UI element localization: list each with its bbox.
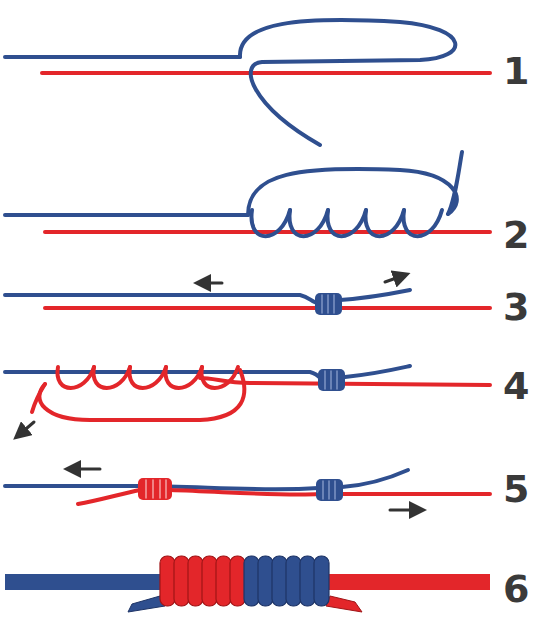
pull-arrow xyxy=(385,276,402,282)
coil-turn xyxy=(403,210,442,236)
coil-turn xyxy=(251,210,290,236)
step-1 xyxy=(5,20,490,145)
red-loop xyxy=(39,370,244,420)
coil-turn xyxy=(129,367,166,388)
knot-wrap xyxy=(174,556,189,606)
step-number: 2 xyxy=(503,216,529,254)
knot-wrap xyxy=(244,556,259,606)
step-number: 1 xyxy=(503,52,529,90)
knot-wrap xyxy=(160,556,175,606)
blue-knot xyxy=(315,293,342,315)
knot-wrap xyxy=(188,556,203,606)
blue-line xyxy=(5,55,240,59)
knot-wrap xyxy=(216,556,231,606)
step-6 xyxy=(5,556,490,612)
coil-turn xyxy=(57,367,94,388)
red-knot xyxy=(138,478,172,500)
step-5 xyxy=(5,469,490,510)
step-number: 3 xyxy=(503,288,529,326)
blue-tag xyxy=(340,290,410,300)
knot-wrap xyxy=(272,556,287,606)
blue-line xyxy=(5,213,248,217)
step-number: 5 xyxy=(503,470,529,508)
blue-knot xyxy=(318,369,345,391)
knot-wrap xyxy=(230,556,245,606)
red-coils xyxy=(57,367,238,388)
step-4 xyxy=(5,366,490,434)
knot-wrap xyxy=(286,556,301,606)
pull-arrow xyxy=(72,468,100,471)
step-3 xyxy=(5,276,490,315)
blue-loop xyxy=(248,152,462,215)
knot-wrap xyxy=(300,556,315,606)
blue-line xyxy=(5,574,165,590)
coil-turn xyxy=(289,210,328,236)
knot-wrap xyxy=(314,556,329,606)
pull-arrow xyxy=(202,282,222,285)
coil-turn xyxy=(365,210,404,236)
coil-turn xyxy=(327,210,366,236)
blue-knot xyxy=(316,479,343,501)
coil-turn xyxy=(165,367,202,388)
step-number: 4 xyxy=(503,367,529,405)
blue-tag xyxy=(342,470,408,487)
knot-wrap xyxy=(202,556,217,606)
pull-arrow xyxy=(20,422,34,434)
pull-arrow xyxy=(390,509,418,512)
blue-tag xyxy=(345,366,410,377)
coil-turn xyxy=(201,367,238,388)
red-tag xyxy=(326,596,362,612)
step-number: 6 xyxy=(503,570,529,608)
coil-turn xyxy=(93,367,130,388)
knot-wrap xyxy=(258,556,273,606)
red-tag xyxy=(32,384,45,412)
red-line xyxy=(45,306,490,310)
step-2 xyxy=(5,152,490,236)
blue-loop xyxy=(240,20,455,145)
red-line xyxy=(325,574,490,590)
blue-line xyxy=(5,295,318,303)
blue-coils xyxy=(251,210,442,236)
red-line xyxy=(42,71,490,75)
finished-knot xyxy=(160,556,329,606)
